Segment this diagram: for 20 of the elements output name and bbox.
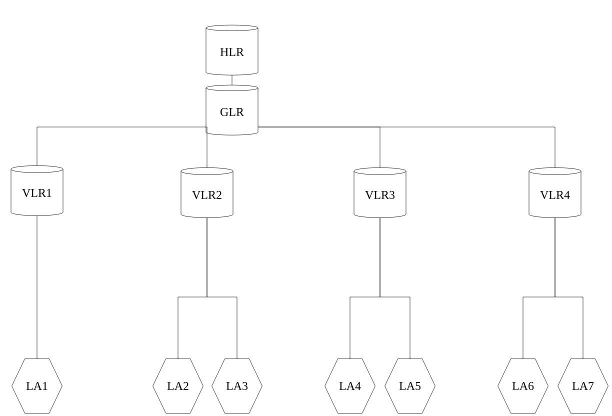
database-cylinder: HLR: [206, 24, 258, 76]
hexagon-node: LA7: [558, 358, 608, 414]
connector-line: [36, 216, 38, 359]
connector-line: [36, 126, 206, 166]
hexagon-node: LA2: [152, 358, 204, 414]
database-cylinder: VLR3: [354, 167, 406, 218]
connector-line: [554, 218, 584, 359]
database-cylinder: GLR: [206, 84, 258, 136]
hexagon-node: LA3: [212, 358, 262, 414]
connector-line: [206, 218, 238, 359]
connector-line: [206, 126, 208, 168]
connector-line: [380, 218, 410, 359]
hexagon-node: LA5: [384, 358, 436, 414]
database-cylinder: VLR4: [528, 167, 582, 218]
hexagon-node: LA6: [498, 358, 548, 414]
hexagon-node: LA1: [12, 358, 62, 414]
database-cylinder: VLR1: [10, 165, 64, 216]
hexagon-node: LA4: [324, 358, 376, 414]
database-cylinder: VLR2: [180, 167, 234, 218]
connector-line: [258, 126, 556, 168]
